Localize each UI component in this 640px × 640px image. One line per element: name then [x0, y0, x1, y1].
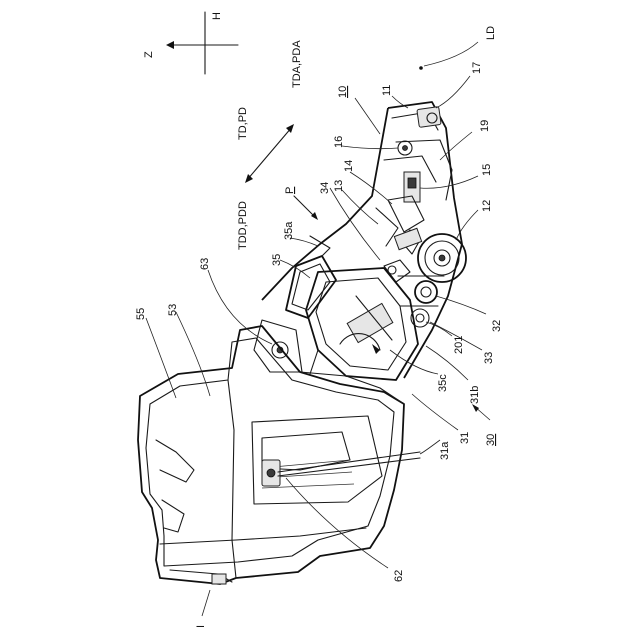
pin-34	[388, 266, 396, 274]
roller-33-hub	[416, 314, 424, 322]
leader-31	[412, 394, 458, 430]
td-arrow-line	[247, 127, 292, 180]
ref-17: 17	[471, 62, 483, 74]
ref-35c: 35c	[437, 374, 449, 392]
bottom-rail	[160, 528, 366, 544]
notch-lower	[162, 500, 184, 532]
p-arrow: P	[284, 187, 318, 220]
ref-16: 16	[333, 136, 345, 148]
clamp-block	[394, 228, 421, 249]
base-block-I	[212, 574, 226, 584]
leader-19	[440, 132, 472, 160]
ref-53: 53	[167, 304, 179, 316]
ref-32: 32	[491, 320, 503, 332]
leader-10	[355, 98, 380, 134]
leader-14	[350, 172, 392, 204]
ld-indicator: LD	[419, 26, 497, 70]
outer-shell-55	[138, 326, 404, 584]
direction-arrow-td: TD,PD TDA,PDA TDD,PDD	[237, 40, 303, 250]
ref-14: 14	[343, 160, 355, 172]
notch-upper	[156, 440, 194, 482]
roller-32	[415, 281, 437, 303]
ref-62: 62	[393, 570, 405, 582]
leader-31a	[420, 440, 440, 454]
ref-13: 13	[333, 180, 345, 192]
leader-I	[202, 590, 210, 616]
ld-leader	[424, 42, 478, 66]
ref-31: 31	[459, 432, 471, 444]
z-arrow-icon	[166, 41, 174, 49]
ref-35a: 35a	[283, 221, 295, 240]
ref-19: 19	[479, 120, 491, 132]
leader-lines	[146, 76, 490, 616]
axis-label-h: H	[211, 12, 223, 20]
leader-55	[146, 318, 176, 398]
leader-30-arrow-icon	[472, 404, 479, 412]
cartridge-body	[254, 102, 466, 380]
ref-12: 12	[481, 200, 493, 212]
ref-15: 15	[481, 164, 493, 176]
ref-201: 201	[453, 336, 465, 354]
ref-33: 33	[483, 352, 495, 364]
label-tda-pda: TDA,PDA	[291, 40, 303, 88]
ref-55: 55	[135, 308, 147, 320]
leader-62	[286, 478, 388, 568]
ref-I: I	[195, 625, 207, 628]
tdd-arrowhead-icon	[245, 174, 253, 183]
ref-34: 34	[319, 182, 331, 194]
axis-indicator: H Z	[143, 12, 238, 74]
connector-post	[310, 350, 318, 374]
axis-label-z: Z	[143, 51, 155, 58]
ref-30: 30	[485, 434, 497, 446]
ref-10: 10	[337, 86, 349, 98]
block-15-core	[408, 178, 416, 188]
roller-32-hub	[421, 287, 431, 297]
lower-housing	[138, 326, 420, 584]
leader-17	[436, 76, 470, 108]
label-p: P	[284, 187, 296, 194]
ld-dot	[419, 66, 423, 70]
bolt-62	[267, 469, 275, 477]
cap-block-17	[417, 107, 441, 128]
td-arrowhead-icon	[286, 124, 294, 133]
ref-35: 35	[271, 254, 283, 266]
label-tdd-pdd: TDD,PDD	[237, 201, 249, 250]
leader-16	[342, 146, 398, 149]
divider-line	[228, 380, 236, 578]
plate-35	[286, 256, 336, 318]
drum-12-axle	[439, 255, 445, 261]
ref-11: 11	[381, 85, 393, 96]
ref-31a: 31a	[439, 441, 451, 460]
p-arrowhead-icon	[311, 212, 318, 220]
label-td-pd: TD,PD	[237, 107, 249, 140]
bolt-16-center	[403, 146, 408, 151]
ref-31b: 31b	[469, 386, 481, 404]
leader-34	[330, 188, 380, 260]
ref-63: 63	[199, 258, 211, 270]
label-ld: LD	[485, 26, 497, 40]
